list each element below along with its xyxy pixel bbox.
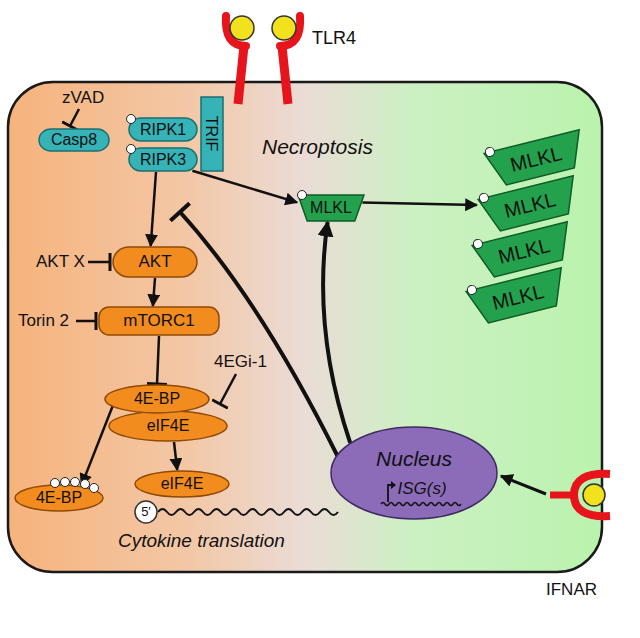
signal-arrow [174, 442, 177, 470]
inhibitor-label: zVAD [62, 88, 104, 108]
node-label: eIF4E [147, 416, 190, 435]
inhibitor-line [220, 374, 236, 404]
node-outline [99, 307, 219, 335]
ligand-ball [583, 484, 605, 506]
node-outline [201, 97, 223, 171]
receptor-label: TLR4 [312, 28, 356, 50]
node-outline [113, 247, 197, 277]
receptor-stem [550, 492, 574, 499]
node-shape [330, 426, 498, 520]
mlkl-monomer: MLKL [297, 194, 365, 222]
node-label: 4E-BP [134, 389, 180, 408]
signal-arrow [82, 407, 113, 486]
node-label: RIPK1 [140, 120, 186, 139]
receptor-chain [574, 474, 610, 516]
nucleus: NucleusISG(s) [330, 426, 498, 520]
phospho-dot [297, 190, 307, 200]
mrna-wave [158, 509, 338, 515]
node-label: MLKL [310, 198, 352, 217]
inhibitor-line [88, 261, 110, 264]
phospho-dot [89, 483, 99, 493]
process-label: Cytokine translation [118, 530, 285, 553]
inhibitor-line [70, 109, 79, 126]
kinase-box: AKT [112, 246, 198, 278]
phospho-dot [70, 477, 80, 487]
inhibitor-label: 4EGi-1 [214, 352, 267, 372]
kinase-box: RIPK3 [128, 147, 198, 172]
receptor-stem [282, 46, 288, 104]
ligand-ball [272, 16, 296, 40]
phospho-dot [50, 478, 60, 488]
node-outline [109, 411, 227, 441]
node-sublabel: ISG(s) [397, 479, 446, 499]
phospho-dot [60, 477, 70, 487]
phospho-protein: 4E-BP [14, 484, 104, 512]
node-outline [298, 195, 364, 221]
node-label: Casp8 [51, 130, 97, 149]
inhibitor-line [76, 320, 96, 323]
signal-arrow [157, 336, 159, 384]
signal-arrow [192, 171, 297, 203]
node-outline [135, 501, 157, 523]
gene-wave [381, 503, 461, 506]
node-outline [331, 427, 497, 519]
initiation-factor: eIF4E [134, 470, 230, 498]
node-label: 4E-BP [36, 488, 82, 507]
ligand-ball [230, 16, 254, 40]
node-label: RIPK3 [140, 150, 186, 169]
node-outline [129, 148, 197, 171]
node-label: 5' [141, 504, 151, 520]
phospho-dot [126, 144, 136, 154]
cell-outline [8, 82, 602, 572]
promoter-arrowhead [391, 481, 396, 489]
signal-arrow [323, 222, 350, 443]
phospho-dot [126, 114, 136, 124]
node-outline [105, 385, 209, 413]
node-label: mTORC1 [123, 311, 194, 331]
signal-arrow [501, 476, 546, 494]
signal-arrow [153, 278, 155, 306]
node-outline [39, 129, 109, 151]
receptor-stem [238, 46, 244, 104]
node-label: eIF4E [161, 474, 204, 493]
inhibitor-label: Torin 2 [18, 311, 69, 331]
initiation-factor: eIF4E [108, 410, 228, 442]
node-outline [129, 118, 197, 141]
node-outline [135, 471, 229, 497]
node-outline [466, 268, 570, 327]
signal-arrow [151, 172, 156, 246]
node-label: Nucleus [376, 446, 452, 471]
complex-box: mTORC1 [98, 306, 220, 336]
cap-circle: 5' [134, 500, 158, 524]
signal-arrow [362, 202, 477, 205]
mlkl-oligomer: MLKL [465, 266, 571, 327]
inhibitor-label: AKT X [36, 252, 85, 272]
node-label: TRIF [202, 116, 221, 152]
adaptor-box: TRIF [200, 96, 224, 172]
kinase-box: RIPK1 [128, 117, 198, 142]
process-label: Necroptosis [262, 134, 373, 159]
receptor-label: IFNAR [546, 580, 597, 600]
caspase-box: Casp8 [38, 128, 110, 152]
node-label: AKT [138, 252, 171, 272]
binding-protein: 4E-BP [104, 384, 210, 414]
